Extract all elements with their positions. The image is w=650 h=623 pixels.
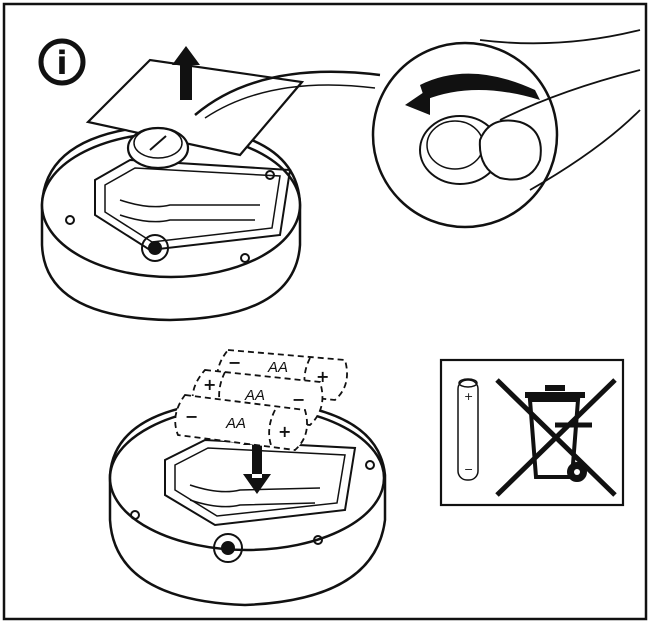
battery-back-plus: + xyxy=(316,367,329,386)
info-icon: i xyxy=(38,38,86,86)
battery-back: − AA + xyxy=(228,353,329,386)
svg-text:+: + xyxy=(464,390,473,403)
crossed-out-bin-icon xyxy=(495,378,617,497)
svg-text:−: − xyxy=(464,463,473,476)
hand xyxy=(479,29,641,191)
detail-callout xyxy=(194,29,641,229)
battery-outlines xyxy=(174,349,348,451)
battery-back-type: AA xyxy=(267,359,288,376)
device-top xyxy=(40,123,302,322)
battery-middle-type: AA xyxy=(244,387,265,404)
battery-front-type: AA xyxy=(225,415,246,432)
rotate-arrow-icon xyxy=(420,73,540,100)
battery-disposal-notice: + − xyxy=(439,358,625,507)
battery-back-minus: − xyxy=(228,353,241,372)
battery-middle: + AA − xyxy=(203,375,305,409)
svg-text:i: i xyxy=(57,44,68,82)
battery-icon: + − xyxy=(457,378,479,481)
battery-middle-plus: + xyxy=(203,375,216,394)
battery-front-minus: − xyxy=(185,407,198,426)
battery-front-plus: + xyxy=(278,422,291,441)
arrow-up-icon xyxy=(172,46,200,100)
battery-middle-minus: − xyxy=(292,390,305,409)
battery-front: − AA + xyxy=(185,407,291,441)
battery-front-outline xyxy=(174,394,308,451)
